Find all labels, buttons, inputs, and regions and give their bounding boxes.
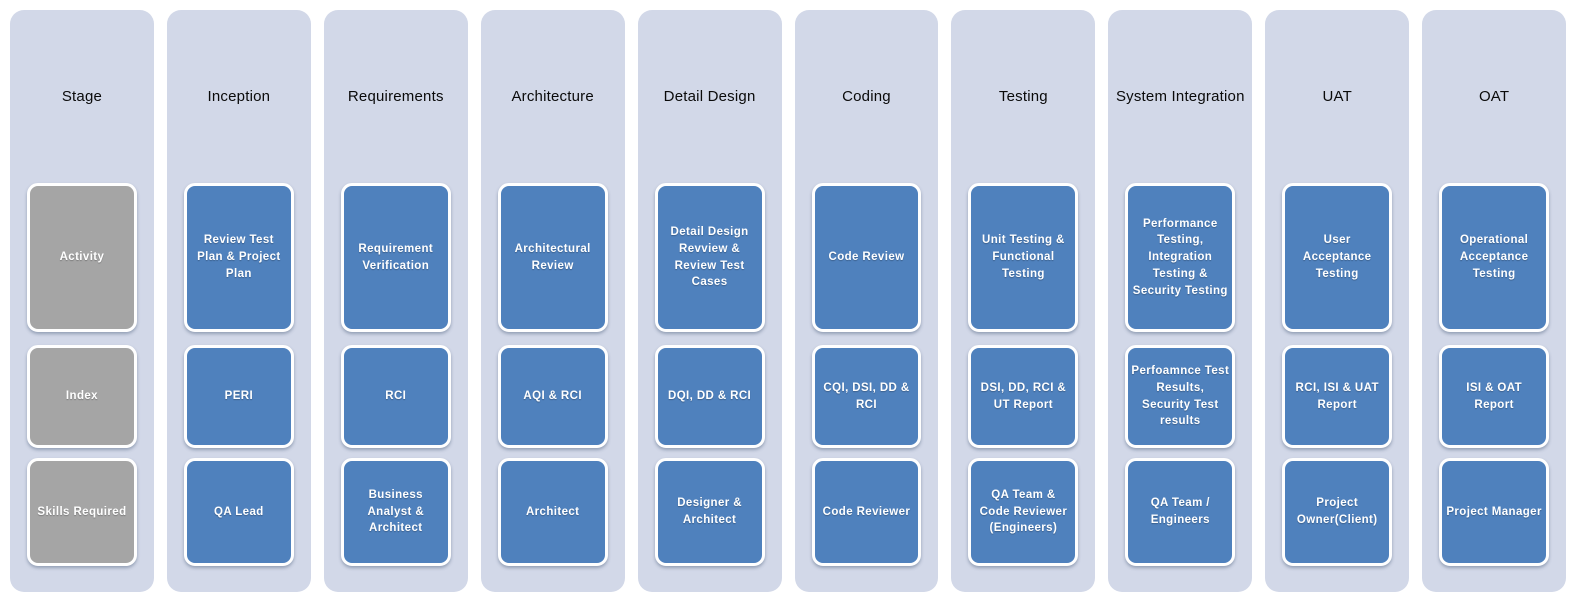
skills-box: QA Team / Engineers (1125, 458, 1236, 566)
index-box: DQI, DD & RCI (654, 345, 765, 448)
column-boxes: Review Test Plan & Project Plan PERI QA … (167, 183, 311, 566)
index-box: PERI (183, 345, 294, 448)
column-header: Inception (207, 88, 271, 105)
index-box: RCI, ISI & UAT Report (1282, 345, 1393, 448)
column-oat: OAT Operational Acceptance Testing ISI &… (1422, 10, 1567, 592)
activity-box: Architectural Review (497, 183, 608, 332)
column-header: Testing (998, 88, 1048, 105)
column-coding: Coding Code Review CQI, DSI, DD & RCI Co… (794, 10, 939, 592)
column-header: Requirements (347, 88, 444, 105)
index-box: AQI & RCI (497, 345, 608, 448)
index-box: ISI & OAT Report (1439, 345, 1550, 448)
column-header: Detail Design (663, 88, 756, 105)
activity-box: User Acceptance Testing (1282, 183, 1393, 332)
column-boxes: Detail Design Revview & Review Test Case… (638, 183, 782, 566)
column-architecture: Architecture Architectural Review AQI & … (480, 10, 625, 592)
column-boxes: Activity Index Skills Required (10, 183, 154, 566)
column-header: Architecture (511, 88, 594, 105)
activity-box: Detail Design Revview & Review Test Case… (654, 183, 765, 332)
column-header: UAT (1322, 88, 1352, 105)
activity-box: Performance Testing, Integration Testing… (1125, 183, 1236, 332)
index-box: CQI, DSI, DD & RCI (811, 345, 922, 448)
column-boxes: User Acceptance Testing RCI, ISI & UAT R… (1265, 183, 1409, 566)
activity-box: Code Review (811, 183, 922, 332)
index-box: Perfoamnce Test Results, Security Test r… (1125, 345, 1236, 448)
row-label-skills-required: Skills Required (27, 458, 137, 566)
column-header: Coding (842, 88, 891, 105)
index-box: DSI, DD, RCI & UT Report (968, 345, 1079, 448)
column-boxes: Operational Acceptance Testing ISI & OAT… (1422, 183, 1566, 566)
column-requirements: Requirements Requirement Verification RC… (323, 10, 468, 592)
activity-box: Requirement Verification (340, 183, 451, 332)
skills-box: Designer & Architect (654, 458, 765, 566)
row-label-index: Index (27, 345, 137, 448)
activity-box: Review Test Plan & Project Plan (183, 183, 294, 332)
column-header: OAT (1478, 88, 1510, 105)
skills-box: QA Team & Code Reviewer (Engineers) (968, 458, 1079, 566)
activity-box: Operational Acceptance Testing (1439, 183, 1550, 332)
column-boxes: Architectural Review AQI & RCI Architect (481, 183, 625, 566)
column-header: Stage (61, 88, 103, 105)
skills-box: Business Analyst & Architect (340, 458, 451, 566)
column-detail-design: Detail Design Detail Design Revview & Re… (637, 10, 782, 592)
column-boxes: Unit Testing & Functional Testing DSI, D… (951, 183, 1095, 566)
skills-box: Project Owner(Client) (1282, 458, 1393, 566)
row-label-activity: Activity (27, 183, 137, 332)
column-boxes: Performance Testing, Integration Testing… (1108, 183, 1252, 566)
skills-box: QA Lead (183, 458, 294, 566)
column-header: System Integration (1115, 88, 1245, 105)
column-uat: UAT User Acceptance Testing RCI, ISI & U… (1265, 10, 1410, 592)
column-inception: Inception Review Test Plan & Project Pla… (166, 10, 311, 592)
column-testing: Testing Unit Testing & Functional Testin… (951, 10, 1096, 592)
column-stage: Stage Activity Index Skills Required (10, 10, 154, 592)
column-boxes: Requirement Verification RCI Business An… (324, 183, 468, 566)
column-boxes: Code Review CQI, DSI, DD & RCI Code Revi… (795, 183, 939, 566)
column-system-integration: System Integration Performance Testing, … (1108, 10, 1253, 592)
index-box: RCI (340, 345, 451, 448)
skills-box: Project Manager (1439, 458, 1550, 566)
activity-box: Unit Testing & Functional Testing (968, 183, 1079, 332)
skills-box: Code Reviewer (811, 458, 922, 566)
skills-box: Architect (497, 458, 608, 566)
